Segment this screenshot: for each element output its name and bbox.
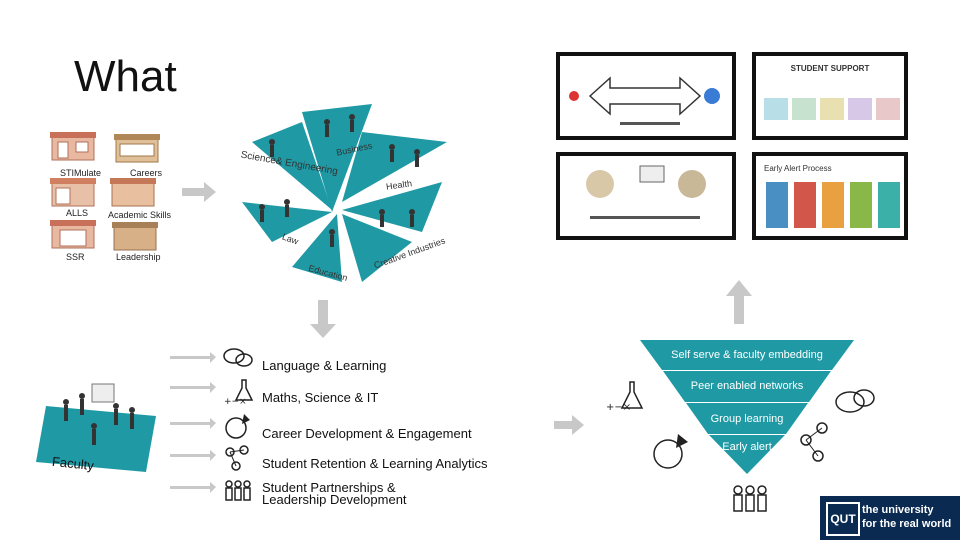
ssr-label: SSR [66,252,85,262]
skill-partnerships: Student Partnerships & Leadership Develo… [222,478,522,508]
skill-maths: +−× Maths, Science & IT [222,378,522,408]
qut-tagline-2: for the real world [862,518,952,530]
support-thumbnail[interactable]: STUDENT SUPPORT [752,52,908,140]
pyramid-level-1: Self serve & faculty embedding [671,349,823,361]
arrow-right-icon [182,182,216,202]
network-side-icon [800,422,828,462]
support-thumbnail-title: STUDENT SUPPORT [790,64,870,73]
group-thumbnail[interactable] [556,152,736,240]
academic-skills-label: Academic Skills [108,210,172,220]
academic-skills-store-icon [110,178,156,207]
alls-label: ALLS [66,208,89,218]
arrow-to-pyramid-icon [554,415,584,435]
qut-tagline-1: the university [862,504,934,516]
arrow-up-icon [726,280,752,324]
pyramid-level-4: Early alert [722,441,772,453]
leadership-store-icon [112,222,158,251]
skill-partnerships-line1: Student Partnerships & [262,480,396,495]
faculty-wheel [242,104,447,282]
people-icon [225,480,251,501]
skill-partnerships-label: Student Partnerships & Leadership Develo… [262,480,407,507]
skill-partnerships-line2: Leadership Development [262,492,407,507]
skill-retention-label: Student Retention & Learning Analytics [262,456,488,471]
speech-side-icon [835,389,875,413]
skill-maths-label: Maths, Science & IT [262,390,379,405]
skill-career-label: Career Development & Engagement [262,426,472,441]
career-side-icon [653,434,688,469]
qut-logo[interactable]: QUT the university for the real world [820,496,960,540]
pyramid-level-2: Peer enabled networks [690,380,804,392]
science-side-icon: +−× [606,381,644,412]
early-alert-thumbnail[interactable]: Early Alert Process [752,152,908,240]
alls-store-icon [50,178,96,207]
qut-logo-mark: QUT [826,502,860,536]
support-pyramid [640,340,854,474]
svg-text:+−×: +−× [606,402,631,412]
speech-bubbles-icon [223,348,253,367]
skill-career: Career Development & Engagement [222,412,522,442]
faculty-platform [36,383,156,472]
skill-retention: Student Retention & Learning Analytics [222,444,522,474]
skill-language: Language & Learning [222,346,522,376]
career-icon [225,414,250,439]
page-title: What [74,52,177,101]
program-thumbnail[interactable] [556,52,736,140]
svg-text:+−×: +−× [224,397,247,406]
arrow-down-icon [310,300,336,338]
stimulate-store-icon [50,132,96,161]
careers-store-icon [114,134,160,163]
stimulate-label: STIMulate [60,168,102,178]
faculty-to-skills-arrows [170,352,216,493]
skill-language-label: Language & Learning [262,358,387,373]
early-alert-thumbnail-title: Early Alert Process [764,164,832,173]
science-icon: +−× [224,379,254,406]
pyramid-level-3: Group learning [710,413,784,425]
people-side-icon [733,485,767,512]
leadership-label: Leadership [116,252,161,262]
network-icon [225,445,249,471]
careers-label: Careers [130,168,163,178]
ssr-store-icon [50,220,96,249]
